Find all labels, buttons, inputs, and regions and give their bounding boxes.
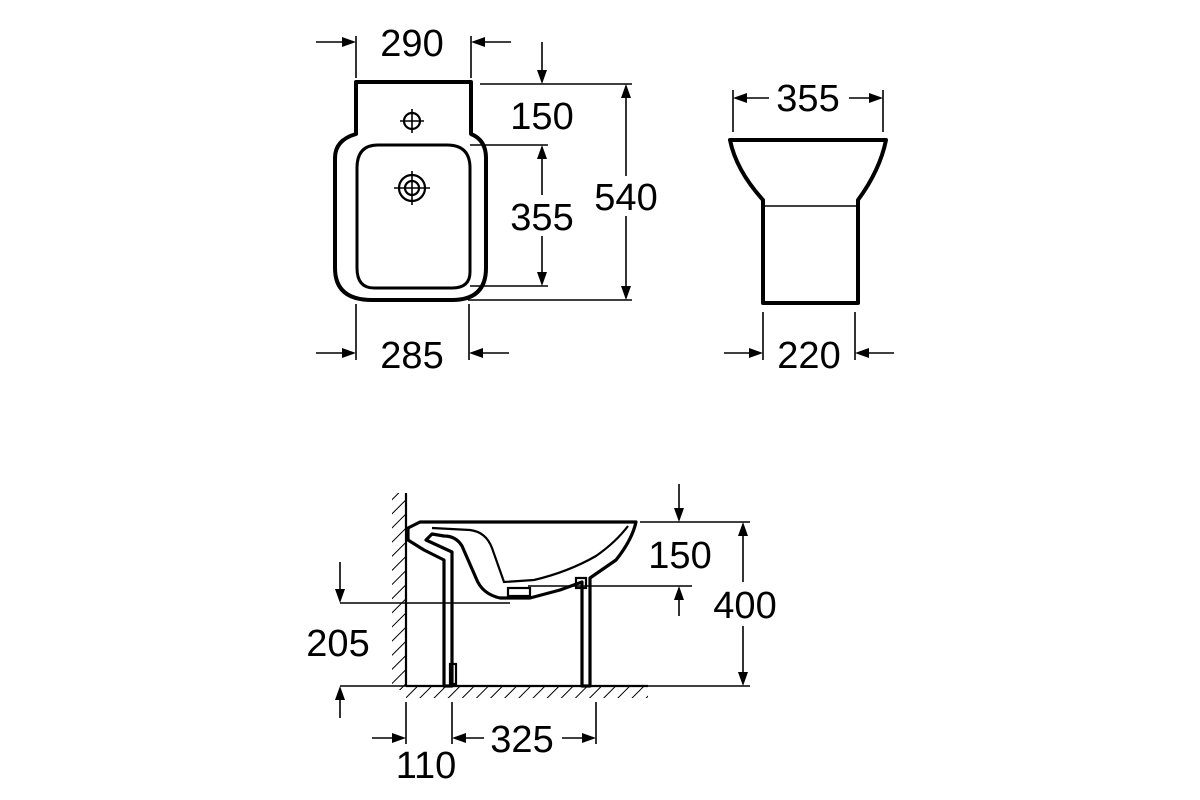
floor-hatch: [406, 686, 648, 698]
dim-height-400: 400: [713, 522, 777, 686]
dim-rim-depth-150: 150: [510, 42, 574, 138]
top-view: 290 285 150 355: [316, 23, 658, 377]
dim-label-110: 110: [396, 745, 457, 787]
dim-label-325: 325: [490, 719, 553, 761]
dim-overall-length-540: 540: [594, 84, 658, 300]
dim-rim-depth-150-side: 150: [648, 484, 712, 616]
dim-label-205: 205: [306, 623, 369, 665]
dim-label-355-bowl: 355: [510, 197, 573, 239]
dim-label-220: 220: [777, 335, 840, 377]
front-view: 355 220: [724, 78, 894, 377]
drain-icon: [394, 171, 430, 205]
dim-pedestal-width-220: 220: [724, 312, 894, 377]
front-view-outline: [728, 138, 888, 305]
dim-bowl-length-355: 355: [510, 145, 574, 286]
tap-hole-icon: [400, 109, 424, 133]
dim-fixing-distance-325: 325: [452, 702, 597, 761]
wall-hatch: [392, 493, 406, 690]
dim-width-top-290: 290: [316, 23, 511, 78]
dim-label-540: 540: [594, 177, 657, 219]
dim-label-285: 285: [380, 335, 443, 377]
dim-width-bottom-285: 285: [316, 304, 509, 377]
side-view: 150 400 205 110: [306, 484, 777, 787]
top-view-bowl: [355, 143, 472, 290]
dim-label-400: 400: [713, 585, 776, 627]
dim-label-150-top: 150: [510, 96, 573, 138]
side-view-outline: [406, 520, 638, 688]
dim-label-290: 290: [380, 23, 443, 65]
dim-inlet-height-205: 205: [306, 562, 370, 718]
dim-width-top-355: 355: [732, 78, 884, 132]
dim-label-150-side: 150: [648, 535, 711, 577]
dim-wall-offset-110: 110: [372, 702, 456, 787]
dim-label-355-front: 355: [776, 78, 839, 120]
